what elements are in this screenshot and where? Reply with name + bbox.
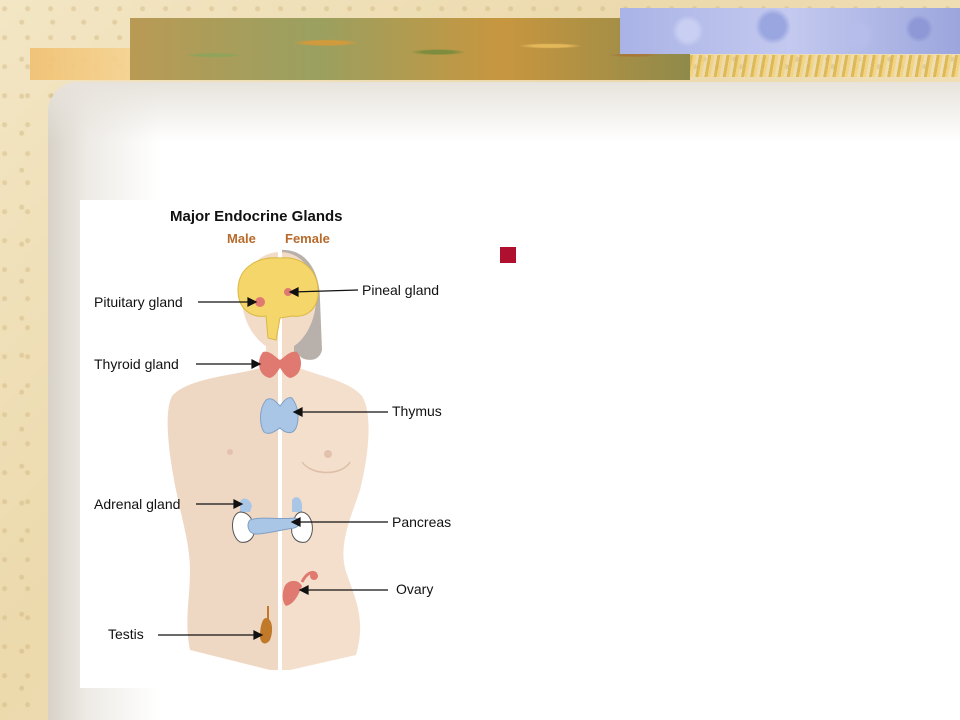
kidney-left (232, 511, 255, 543)
diagram-svg (158, 249, 388, 670)
uterus (282, 580, 302, 606)
arrow-pituitary (247, 297, 258, 307)
bullet-square (500, 247, 516, 263)
thymus (260, 397, 299, 434)
label-pineal-gland: Pineal gland (362, 282, 440, 298)
arrow-adrenal (233, 499, 244, 509)
adrenal-gland-left (240, 498, 252, 512)
pituitary-gland (255, 297, 265, 307)
female-nipple (324, 450, 332, 458)
slide-top-shadow (48, 82, 960, 142)
diagram-title: Major Endocrine Glands (170, 208, 343, 225)
arrow-testis (253, 630, 264, 640)
ovary (310, 572, 318, 580)
pineal-gland (284, 288, 292, 296)
label-pituitary-gland: Pituitary gland (94, 294, 183, 310)
testis (260, 618, 273, 644)
adrenal-gland-right (292, 497, 302, 512)
leader-lines (158, 287, 388, 640)
label-female: Female (285, 231, 330, 246)
label-adrenal-gland: Adrenal gland (94, 496, 181, 512)
pancreas (247, 517, 300, 535)
label-thyroid-gland: Thyroid gland (94, 356, 179, 372)
thyroid-gland (258, 351, 302, 378)
decorative-banner (30, 0, 960, 82)
label-pancreas: Pancreas (392, 514, 452, 530)
arrow-pancreas (290, 517, 301, 527)
label-testis: Testis (108, 626, 144, 642)
banner-grass-strip (690, 55, 960, 77)
torso-female (280, 366, 369, 670)
male-nipple (227, 449, 233, 455)
arrow-thyroid (251, 359, 262, 369)
arrow-ovary (298, 585, 309, 595)
label-male: Male (227, 231, 256, 246)
label-ovary: Ovary (396, 581, 434, 597)
leader-pineal (291, 289, 359, 293)
female-breast-outline (301, 461, 351, 474)
arrow-thymus (292, 407, 303, 417)
torso (167, 366, 280, 670)
arrow-pineal (288, 287, 299, 297)
label-thymus: Thymus (392, 403, 442, 419)
banner-leaves-image (130, 18, 690, 80)
endocrine-diagram: Major Endocrine Glands Male Female Pitui… (80, 200, 480, 688)
banner-hydrangea-image (620, 8, 960, 54)
brain (237, 257, 319, 341)
